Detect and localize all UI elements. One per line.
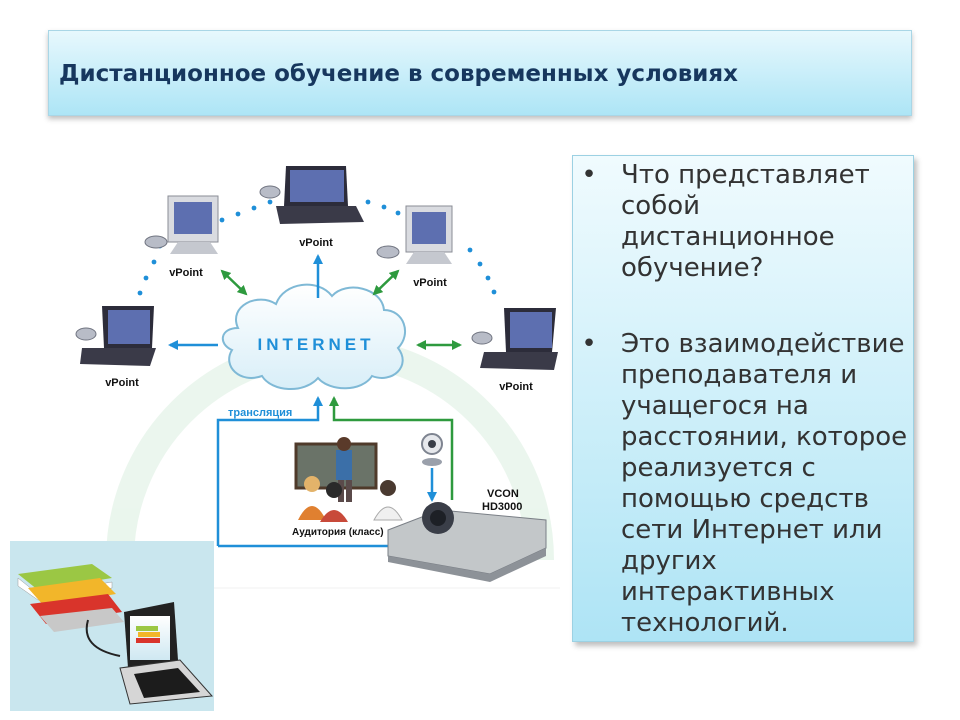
vcon-device: VCON HD3000	[387, 488, 547, 582]
vpoint-label: vPoint	[169, 267, 203, 279]
internet-cloud: INTERNET	[222, 283, 407, 391]
vpoint-label: vPoint	[499, 381, 533, 393]
classroom-illustration: Аудитория (класс)	[292, 437, 403, 538]
page-title: Дистанционное обучение в современных усл…	[59, 61, 738, 87]
bullet-marker: •	[581, 329, 597, 359]
arrows	[168, 254, 462, 548]
books-laptop-clipart	[10, 541, 214, 711]
webcam-icon	[421, 433, 443, 466]
vpoint-label: vPoint	[299, 237, 333, 249]
vpoint-node-left: vPoint	[144, 195, 219, 279]
vpoint-node-right: vPoint	[376, 205, 453, 289]
vpoint-label: vPoint	[413, 277, 447, 289]
broadcast-label: трансляция	[228, 407, 292, 419]
vpoint-node-top: vPoint	[259, 166, 364, 249]
bullet-marker: •	[581, 160, 597, 190]
bullets-box: • Что представляет собой дистанционное о…	[572, 155, 914, 642]
bullet-text: Что представляет собой дистанционное обу…	[621, 160, 870, 283]
vpoint-node-far-right: vPoint	[471, 308, 558, 393]
bullet-text: Это взаимодействие преподавателя и учаще…	[621, 329, 908, 638]
internet-label: INTERNET	[258, 335, 375, 354]
classroom-label: Аудитория (класс)	[292, 527, 384, 538]
vpoint-label: vPoint	[105, 377, 139, 389]
device-label-line2: HD3000	[482, 501, 522, 513]
dotted-arc	[137, 199, 497, 296]
device-label-line1: VCON	[487, 488, 519, 500]
title-box: Дистанционное обучение в современных усл…	[48, 30, 912, 116]
vpoint-node-far-left: vPoint	[75, 306, 156, 389]
